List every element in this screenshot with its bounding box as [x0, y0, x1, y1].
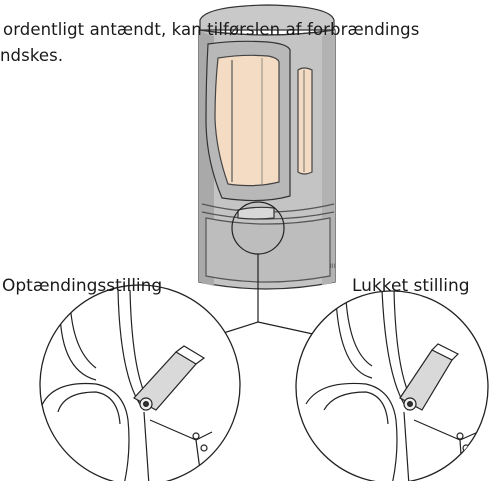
detail-ignition-position: [39, 284, 241, 481]
damper-handle: [237, 206, 275, 220]
body-text-line-2: ndskes.: [0, 46, 64, 65]
stove-glass: [214, 54, 280, 187]
label-ignition-position: Optændingsstilling: [2, 276, 163, 296]
detail-closed-position: [295, 290, 489, 481]
label-closed-position: Lukket stilling: [352, 276, 470, 296]
stove-top: [199, 4, 335, 31]
stove: III: [198, 4, 336, 290]
stove-lower-door: [205, 217, 331, 283]
svg-text:III: III: [330, 263, 336, 270]
body-text-line-1: ordentligt antændt, kan tilførslen af fo…: [3, 20, 420, 39]
stove-side-window: [297, 67, 313, 175]
